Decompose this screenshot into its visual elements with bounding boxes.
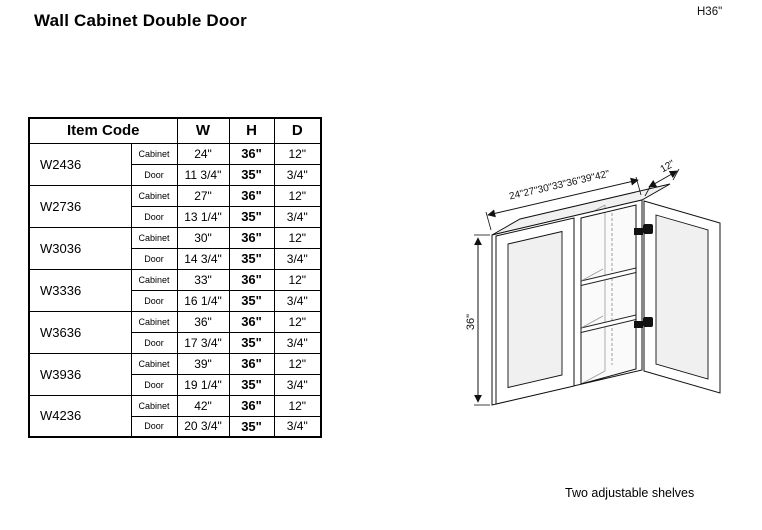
row-label-door: Door xyxy=(130,331,178,354)
table-row-cabinet: W2736 Cabinet 27" 36" 12" xyxy=(28,184,322,228)
header-item-code: Item Code xyxy=(28,117,178,144)
door-height: 35" xyxy=(228,373,275,396)
cabinet-depth: 12" xyxy=(273,310,322,333)
item-code: W3336 xyxy=(28,268,132,312)
door-width: 19 1/4" xyxy=(176,373,230,396)
door-height: 35" xyxy=(228,331,275,354)
header-d: D xyxy=(273,117,322,144)
cabinet-depth: 12" xyxy=(273,394,322,417)
door-width: 16 1/4" xyxy=(176,289,230,312)
cabinet-width: 33" xyxy=(176,268,230,291)
table-row-cabinet: W3936 Cabinet 39" 36" 12" xyxy=(28,352,322,396)
item-code: W3036 xyxy=(28,226,132,270)
row-label-door: Door xyxy=(130,247,178,270)
door-width: 14 3/4" xyxy=(176,247,230,270)
table-row-door: Door 16 1/4" 35" 3/4" xyxy=(29,289,322,312)
cabinet-height: 36" xyxy=(228,226,275,249)
cabinet-depth: 12" xyxy=(273,142,322,165)
door-height: 35" xyxy=(228,205,275,228)
cabinet-width: 42" xyxy=(176,394,230,417)
right-door-panel xyxy=(655,214,709,380)
door-depth: 3/4" xyxy=(273,163,322,186)
table-row-door: Door 13 1/4" 35" 3/4" xyxy=(29,205,322,228)
door-width: 17 3/4" xyxy=(176,331,230,354)
door-width: 13 1/4" xyxy=(176,205,230,228)
cabinet-drawing-svg: 36" 24"27"30"33"36"39"42" 12" xyxy=(465,158,721,406)
door-depth: 3/4" xyxy=(273,331,322,354)
row-label-door: Door xyxy=(130,289,178,312)
table-row-cabinet: W3636 Cabinet 36" 36" 12" xyxy=(28,310,322,354)
table-row-cabinet: W4236 Cabinet 42" 36" 12" xyxy=(28,394,322,438)
left-door-closed xyxy=(495,217,575,405)
row-label-door: Door xyxy=(130,163,178,186)
cabinet-height: 36" xyxy=(228,394,275,417)
cabinet-height: 36" xyxy=(228,352,275,375)
cabinet-height: 36" xyxy=(228,310,275,333)
item-code: W2436 xyxy=(28,142,132,186)
row-label-door: Door xyxy=(130,205,178,228)
cabinet-height: 36" xyxy=(228,184,275,207)
cabinet-depth: 12" xyxy=(273,184,322,207)
cabinet-depth: 12" xyxy=(273,352,322,375)
table-row-cabinet: W3036 Cabinet 30" 36" 12" xyxy=(28,226,322,270)
width-dimension-label: 24"27"30"33"36"39"42" xyxy=(508,169,611,203)
door-width: 20 3/4" xyxy=(176,415,230,438)
cabinet-height: 36" xyxy=(228,142,275,165)
height-dimension-label: 36" xyxy=(465,314,477,330)
hinge-icon xyxy=(634,317,653,328)
door-depth: 3/4" xyxy=(273,289,322,312)
spec-table: Item Code W H D W2436 Cabinet 24" 36" 12… xyxy=(28,117,322,438)
door-width: 11 3/4" xyxy=(176,163,230,186)
item-code: W3636 xyxy=(28,310,132,354)
door-height: 35" xyxy=(228,247,275,270)
cabinet-depth: 12" xyxy=(273,226,322,249)
cabinet-height: 36" xyxy=(228,268,275,291)
item-code: W4236 xyxy=(28,394,132,438)
door-depth: 3/4" xyxy=(273,205,322,228)
table-row-cabinet: W3336 Cabinet 33" 36" 12" xyxy=(28,268,322,312)
cabinet-width: 27" xyxy=(176,184,230,207)
item-code: W2736 xyxy=(28,184,132,228)
right-door-open xyxy=(643,200,721,394)
row-label-cabinet: Cabinet xyxy=(130,310,178,333)
row-label-door: Door xyxy=(130,415,178,438)
door-depth: 3/4" xyxy=(273,415,322,438)
cabinet-width: 24" xyxy=(176,142,230,165)
door-depth: 3/4" xyxy=(273,247,322,270)
shelves-caption: Two adjustable shelves xyxy=(565,486,695,500)
item-code: W3936 xyxy=(28,352,132,396)
cabinet-width: 36" xyxy=(176,310,230,333)
cabinet-width: 39" xyxy=(176,352,230,375)
row-label-cabinet: Cabinet xyxy=(130,142,178,165)
header-w: W xyxy=(176,117,230,144)
door-height: 35" xyxy=(228,289,275,312)
cabinet-interior xyxy=(580,204,637,385)
row-label-door: Door xyxy=(130,373,178,396)
door-depth: 3/4" xyxy=(273,373,322,396)
left-door-panel xyxy=(507,230,563,389)
cabinet-isometric-drawing: 36" 24"27"30"33"36"39"42" 12" xyxy=(462,155,747,455)
door-height: 35" xyxy=(228,415,275,438)
table-row-cabinet: W2436 Cabinet 24" 36" 12" xyxy=(28,142,322,186)
cabinet-width: 30" xyxy=(176,226,230,249)
page-title: Wall Cabinet Double Door xyxy=(34,11,247,30)
cabinet-depth: 12" xyxy=(273,268,322,291)
height-spec-note: H36" xyxy=(697,6,723,18)
door-height: 35" xyxy=(228,163,275,186)
header-h: H xyxy=(228,117,275,144)
row-label-cabinet: Cabinet xyxy=(130,268,178,291)
row-label-cabinet: Cabinet xyxy=(130,226,178,249)
row-label-cabinet: Cabinet xyxy=(130,184,178,207)
row-label-cabinet: Cabinet xyxy=(130,394,178,417)
row-label-cabinet: Cabinet xyxy=(130,352,178,375)
hinge-icon xyxy=(634,224,653,235)
table-header-row: Item Code W H D xyxy=(28,117,322,144)
height-dimension: 36" xyxy=(465,234,490,406)
table-row-door: Door 20 3/4" 35" 3/4" xyxy=(29,415,322,438)
